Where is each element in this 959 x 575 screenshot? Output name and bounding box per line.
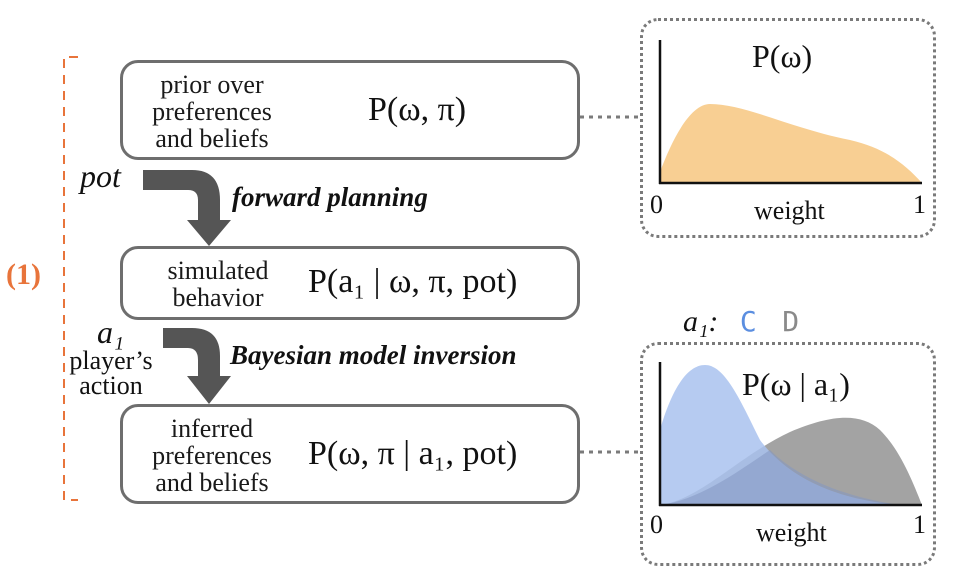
desc-line: inferred	[170, 414, 254, 443]
posterior-xmin: 0	[650, 510, 663, 539]
action-desc: player’s action	[56, 346, 166, 400]
simulated-box: simulated behavior P(a₁ | ω, π, pot)	[120, 246, 580, 320]
prior-plot-title: P(ω)	[752, 38, 813, 74]
prior-xmax: 1	[913, 190, 926, 219]
legend-item-cooperate: C	[739, 305, 757, 338]
prior-density-area	[660, 104, 922, 183]
posterior-legend: a₁: C D	[683, 305, 799, 339]
model-inversion-arrow	[163, 328, 231, 404]
legend-prefix: a₁:	[683, 305, 719, 338]
desc-line: behavior	[172, 283, 264, 312]
inferred-formula: P(ω, π | a₁, pot)	[308, 435, 518, 472]
prior-desc: prior over preferences and beliefs	[137, 71, 287, 152]
desc-line: simulated	[167, 256, 269, 285]
forward-planning-arrow	[143, 170, 231, 246]
inferred-desc: inferred preferences and beliefs	[137, 415, 287, 496]
desc-line: preferences	[152, 97, 272, 126]
pot-input-label: pot	[80, 158, 121, 194]
desc-line: prior over	[160, 70, 264, 99]
prior-formula: P(ω, π)	[368, 91, 467, 128]
inferred-box: inferred preferences and beliefs P(ω, π …	[120, 404, 580, 504]
action-desc-line: player’s	[69, 346, 153, 375]
posterior-plot-title: P(ω | a₁)	[742, 366, 850, 402]
simulated-desc: simulated behavior	[143, 257, 293, 311]
posterior-xlabel: weight	[756, 518, 827, 547]
model-inversion-label: Bayesian model inversion	[230, 340, 517, 370]
desc-line: and beliefs	[155, 124, 269, 153]
prior-xmin: 0	[650, 190, 663, 219]
posterior-xmax: 1	[913, 510, 926, 539]
prior-xlabel: weight	[754, 196, 825, 225]
legend-item-defect: D	[782, 305, 800, 338]
desc-line: preferences	[152, 441, 272, 470]
forward-planning-label: forward planning	[232, 182, 428, 212]
cooperate-density-area	[660, 365, 900, 505]
stage-marker: (1)	[6, 258, 41, 291]
overlap-density-area	[660, 450, 900, 505]
desc-line: and beliefs	[155, 468, 269, 497]
prior-box: prior over preferences and beliefs P(ω, …	[120, 60, 580, 160]
action-desc-line: action	[79, 371, 143, 400]
action-input-label: a₁	[97, 314, 125, 350]
simulated-formula: P(a₁ | ω, π, pot)	[308, 263, 518, 300]
